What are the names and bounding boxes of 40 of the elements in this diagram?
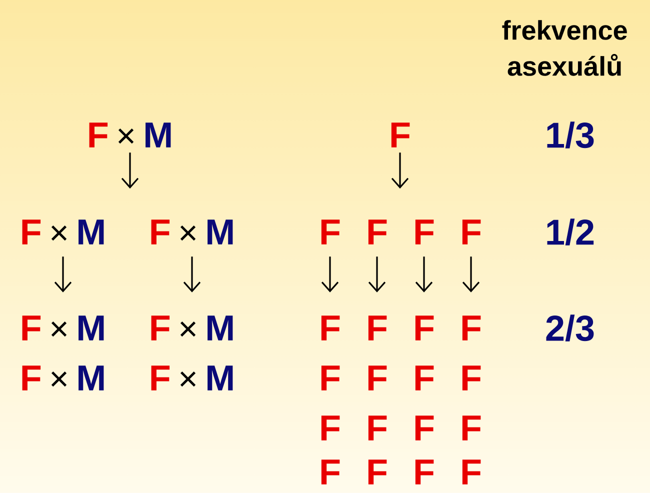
frequency-value: 1/3 (547, 122, 594, 148)
mating-pair-text: F × M (22, 316, 104, 340)
letter-text: F (462, 366, 481, 390)
arrow (415, 256, 433, 292)
letter-text: F (415, 416, 434, 440)
letter-text: F (462, 416, 481, 440)
letter-text: F (321, 416, 340, 440)
arrow (391, 152, 409, 189)
mating-pair-text: F × M (151, 316, 233, 340)
letter-text: F (462, 220, 481, 244)
arrow (368, 256, 386, 292)
letter-text: F (415, 366, 434, 390)
frequency-value: 2/3 (546, 314, 594, 342)
letter-text: F (368, 316, 387, 340)
letter-text: F (415, 220, 434, 244)
letter-text: F (462, 460, 481, 484)
arrow (462, 256, 480, 292)
letter-text: F (462, 316, 481, 340)
arrow (183, 256, 201, 292)
mating-pair-text: F × M (151, 220, 233, 244)
column-heading: frekvence asexuálů (502, 20, 627, 76)
arrow (54, 256, 72, 292)
letter-text: F (415, 460, 434, 484)
letter-text: F (415, 316, 434, 340)
frequency-value: 1/2 (547, 218, 594, 246)
letter-text: F (321, 220, 340, 244)
letter-text: F (368, 366, 387, 390)
letter-text: F (368, 416, 387, 440)
arrow (121, 152, 139, 189)
mating-pair-text: F × M (151, 366, 233, 390)
letter-text: F (321, 316, 340, 340)
mating-pair-text: F × M (22, 366, 104, 390)
letter-text: F (321, 460, 340, 484)
letter-text: F (321, 366, 340, 390)
letter-text: F (391, 122, 410, 148)
mating-pair-text: F × M (89, 122, 171, 148)
mating-pair-text: F × M (22, 220, 104, 244)
letter-text: F (368, 220, 387, 244)
arrow (321, 256, 339, 292)
letter-text: F (368, 460, 387, 484)
